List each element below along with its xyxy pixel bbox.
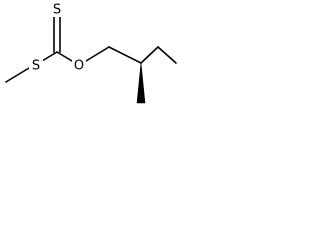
wedge-bond-methyl [136,62,146,104]
atom-label-o-ester: O [74,59,84,74]
atom-ester-oxygen: O [72,59,86,74]
bond-ethyl-to-methyl [157,46,177,64]
bond-ch2-to-ch [108,46,142,64]
bond-group [5,15,177,83]
atom-label-s-thione: S [53,3,61,18]
bond-carbon-to-o [56,51,73,62]
bond-methyl-to-s [5,67,30,83]
atom-label-s-thioether: S [32,59,40,74]
atom-thioether-sulfur: S [29,59,43,74]
molecule-diagram: S S O [5,3,177,104]
bond-ch-to-ethyl [140,46,159,64]
atom-label-group: S S O [29,3,86,74]
atom-thione-sulfur: S [50,3,64,18]
bond-o-to-ch2 [85,46,110,62]
bond-s-to-carbon [41,51,58,62]
